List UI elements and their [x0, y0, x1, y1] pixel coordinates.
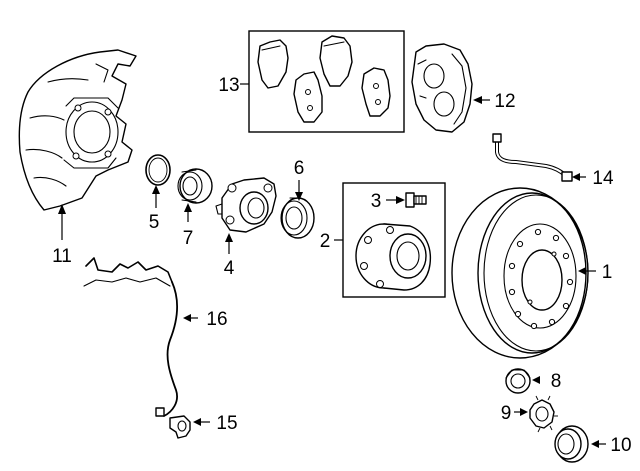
- brake-rotor-1: [451, 187, 589, 359]
- steering-knuckle-4: [215, 177, 277, 233]
- callout-6: 6: [294, 158, 305, 179]
- callout-12: 12: [494, 91, 515, 112]
- callout-14: 14: [592, 168, 614, 189]
- callout-16: 16: [206, 309, 227, 330]
- sensor-harness-16: [83, 257, 178, 417]
- hub-bolt-3: [405, 192, 427, 208]
- grease-cap-10: [554, 425, 589, 463]
- bearing-7: [177, 168, 213, 204]
- callout-11: 11: [52, 246, 72, 267]
- speed-sensor-15: [169, 415, 191, 439]
- callout-1: 1: [602, 262, 613, 283]
- callout-15: 15: [216, 413, 237, 434]
- hub-assembly-2: [355, 223, 432, 291]
- brake-caliper-12: [411, 43, 473, 133]
- callout-7: 7: [183, 228, 194, 249]
- callout-13: 13: [218, 75, 239, 96]
- brake-pads-13: [257, 35, 391, 123]
- callout-3: 3: [371, 191, 382, 212]
- lug-nut-8: [505, 368, 531, 394]
- callout-4: 4: [224, 258, 235, 279]
- lock-nut-9: [529, 395, 558, 433]
- callout-10: 10: [610, 435, 631, 456]
- brake-hose-14: [492, 133, 573, 182]
- callout-2: 2: [320, 231, 331, 252]
- dust-shield-11: [18, 49, 137, 211]
- oil-seal-6: [280, 197, 315, 239]
- callout-5: 5: [149, 212, 160, 233]
- snap-ring-5: [145, 154, 171, 186]
- brake-pad-box: [248, 30, 405, 133]
- callout-8: 8: [551, 371, 562, 392]
- callout-9: 9: [501, 403, 512, 424]
